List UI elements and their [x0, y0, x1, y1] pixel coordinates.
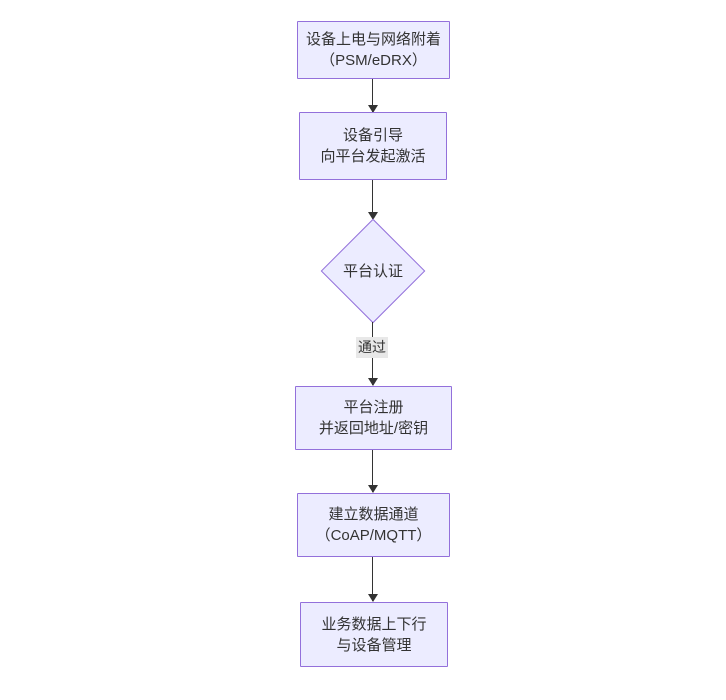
- edge-register-to-channel: [367, 450, 378, 493]
- arrowhead-down-icon: [367, 594, 378, 602]
- edge-channel-to-business: [367, 557, 378, 602]
- arrowhead-down-icon: [367, 212, 378, 220]
- edge-power-to-bootstrap: [367, 79, 378, 113]
- node-channel: 建立数据通道 （CoAP/MQTT）: [297, 493, 450, 557]
- node-register-line2: 并返回地址/密钥: [318, 420, 429, 437]
- node-business-line2: 与设备管理: [336, 636, 412, 654]
- node-business: 业务数据上下行 与设备管理: [300, 602, 448, 667]
- edge-label-pass: 通过: [356, 337, 388, 358]
- node-power-attach: 设备上电与网络附着 （PSM/eDRX）: [297, 21, 450, 79]
- edge-bootstrap-to-auth: [367, 180, 378, 220]
- node-bootstrap-line1: 设备引导: [342, 127, 403, 144]
- node-channel-line1: 建立数据通道: [328, 506, 419, 523]
- node-register: 平台注册 并返回地址/密钥: [295, 386, 452, 450]
- node-bootstrap: 设备引导 向平台发起激活: [299, 112, 447, 180]
- node-bootstrap-line2: 向平台发起激活: [320, 148, 426, 165]
- arrowhead-down-icon: [367, 378, 378, 386]
- node-power-attach-line2: （PSM/eDRX）: [320, 52, 427, 69]
- node-business-line1: 业务数据上下行: [321, 615, 427, 633]
- arrowhead-down-icon: [367, 485, 378, 493]
- node-power-attach-line1: 设备上电与网络附着: [305, 31, 441, 48]
- node-auth-label: 平台认证: [342, 262, 403, 280]
- node-auth-decision: 平台认证: [320, 218, 426, 324]
- node-channel-line2: （CoAP/MQTT）: [315, 527, 432, 544]
- arrowhead-down-icon: [367, 105, 378, 113]
- node-register-line1: 平台注册: [343, 399, 404, 416]
